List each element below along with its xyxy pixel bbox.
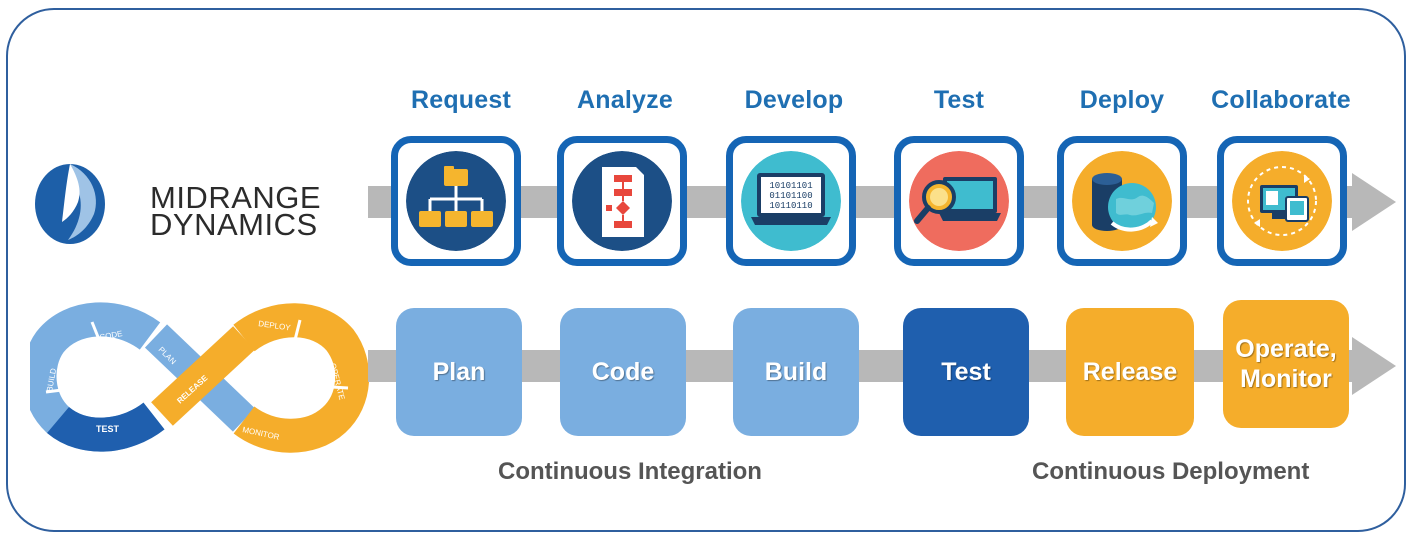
brand-line-2: DYNAMICS xyxy=(150,207,318,242)
logo-mark-icon xyxy=(35,164,105,244)
binary-line-2: 01101100 xyxy=(769,191,812,201)
step-operate-monitor-label: Operate, Monitor xyxy=(1235,335,1337,393)
binary-line-3: 10110110 xyxy=(769,201,812,211)
laptop-binary-code-icon: 10101101 01101100 10110110 xyxy=(741,151,841,251)
cycle-label-build: BUILD xyxy=(45,367,58,392)
cycle-label-code: CODE xyxy=(99,329,123,342)
magnifier-laptop-icon xyxy=(909,151,1009,251)
stage-card-collaborate xyxy=(1217,136,1347,266)
brand-line-1: MIDRANGE xyxy=(150,180,322,215)
stage-card-develop: 10101101 01101100 10110110 xyxy=(726,136,856,266)
step-build: Build xyxy=(733,308,859,436)
step-test: Test xyxy=(903,308,1029,436)
stage-title-deploy: Deploy xyxy=(1079,86,1165,114)
step-plan: Plan xyxy=(396,308,522,436)
stage-card-deploy xyxy=(1057,136,1187,266)
stage-title-request: Request xyxy=(410,86,512,114)
step-plan-label: Plan xyxy=(432,358,486,386)
top-arrow-head xyxy=(1352,173,1396,231)
flowchart-document-icon xyxy=(572,151,672,251)
step-build-label: Build xyxy=(764,358,828,386)
bottom-arrow-head xyxy=(1352,337,1396,395)
cycle-label-test: TEST xyxy=(96,424,120,434)
step-code-label: Code xyxy=(591,358,655,386)
step-code: Code xyxy=(560,308,686,436)
stage-card-test xyxy=(894,136,1024,266)
binary-line-1: 10101101 xyxy=(769,181,812,191)
diagram-frame xyxy=(6,8,1406,532)
shared-devices-icon xyxy=(1232,151,1332,251)
top-process-arrow xyxy=(368,186,1354,218)
org-chart-folders-icon xyxy=(406,151,506,251)
stage-title-analyze: Analyze xyxy=(577,86,673,114)
midrange-dynamics-logo xyxy=(34,162,144,246)
devops-infinity-diagram: CODE PLAN BUILD TEST RELEASE DEPLOY OPER… xyxy=(22,292,370,462)
continuous-integration-label: Continuous Integration xyxy=(498,458,762,485)
step-release-label: Release xyxy=(1082,358,1178,386)
stage-card-request xyxy=(391,136,521,266)
step-test-label: Test xyxy=(941,358,991,386)
step-release: Release xyxy=(1066,308,1194,436)
continuous-deployment-label: Continuous Deployment xyxy=(1032,458,1310,485)
step-operate-monitor: Operate, Monitor xyxy=(1223,300,1349,428)
stage-title-collaborate: Collaborate xyxy=(1211,86,1351,114)
stage-title-develop: Develop xyxy=(744,86,844,114)
stage-title-test: Test xyxy=(933,86,985,114)
stage-card-analyze xyxy=(557,136,687,266)
brand-wordmark: MIDRANGE DYNAMICS xyxy=(150,180,360,242)
database-globe-icon xyxy=(1072,151,1172,251)
